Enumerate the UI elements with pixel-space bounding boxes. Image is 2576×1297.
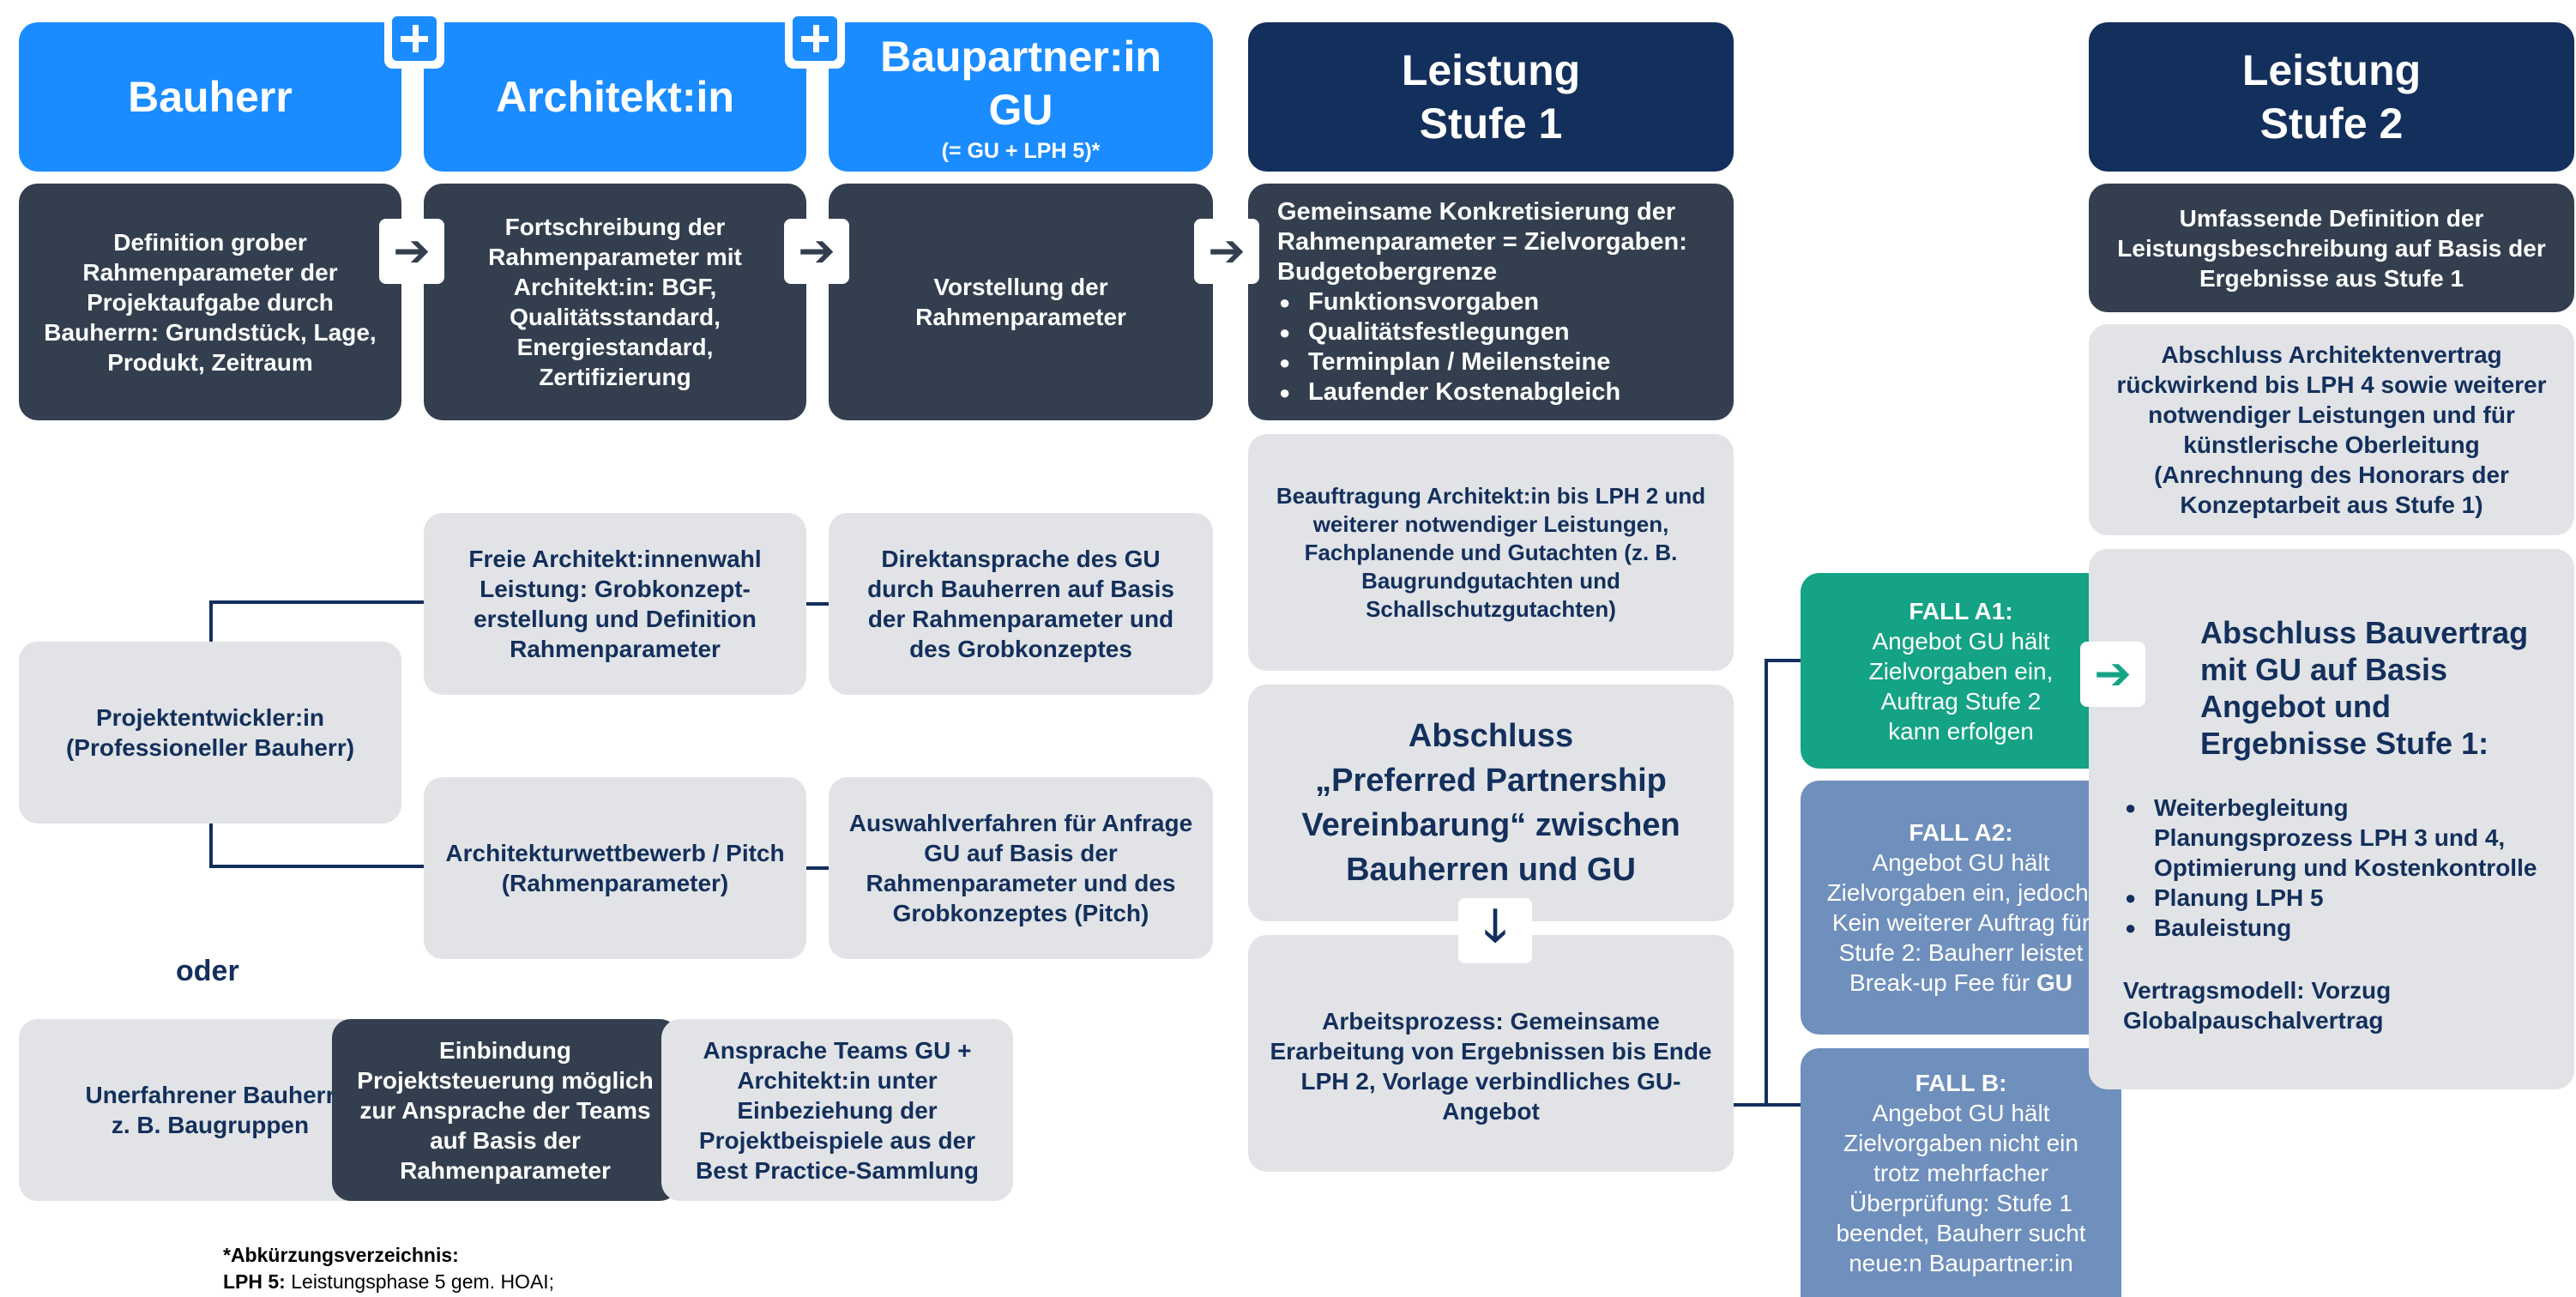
bauvertrag-box: Abschluss Bauvertrag mit GU auf Basis An… (2089, 549, 2574, 1089)
auswahlverfahren-text: Auswahlverfahren für Anfrage GU auf Basi… (848, 810, 1193, 926)
wettbewerb-box: Architekturwettbewerb / Pitch (Rahmenpar… (424, 777, 806, 959)
header-stufe2: Leistung Stufe 2 (2089, 22, 2574, 172)
projektentwickler-line1: Projektentwickler:in (95, 704, 325, 731)
stufe1-bullet: Qualitätsfestlegungen (1279, 317, 1620, 347)
header-architekt: Architekt:in (424, 22, 806, 172)
plus-icon (785, 9, 845, 69)
auswahlverfahren-box: Auswahlverfahren für Anfrage GU auf Basi… (829, 777, 1213, 959)
connector-line (1765, 659, 1768, 1107)
direktansprache-text: Direktansprache des GU durch Bauherren a… (867, 546, 1174, 662)
abschluss-line: „Preferred Partnership (1315, 763, 1667, 799)
architekt-fortschreibung-text: Fortschreibung der Rahmenparameter mit A… (488, 214, 742, 390)
header-baupartner-line1: Baupartner:in (880, 33, 1161, 81)
ansprache-teams-box: Ansprache Teams GU + Architekt:in unter … (661, 1019, 1013, 1201)
bauvertrag-title: Abschluss Bauvertrag mit GU auf Basis An… (2200, 615, 2529, 761)
stufe1-konkretisierung-text: Gemeinsame Konkretisierung der Rahmenpar… (1277, 197, 1687, 286)
header-baupartner: Baupartner:in GU (= GU + LPH 5)* (829, 22, 1213, 172)
header-stufe1-line2: Stufe 1 (1419, 100, 1563, 148)
unerfahrener-line2: z. B. Baugruppen (111, 1112, 310, 1138)
header-architekt-label: Architekt:in (496, 73, 734, 121)
projektentwickler-line2: (Professioneller Bauherr) (65, 734, 355, 761)
fall-a1-box: FALL A1: Angebot GU hält Zielvorgaben ei… (1801, 573, 2121, 769)
projektentwickler-box: Projektentwickler:in (Professioneller Ba… (19, 642, 401, 823)
footnote: *Abkürzungsverzeichnis: LPH 5: Leistungs… (223, 1242, 554, 1295)
bauvertrag-bullet: Planung LPH 5 (2125, 883, 2540, 913)
header-stufe2-line2: Stufe 2 (2259, 100, 2404, 148)
unerfahrener-line1: Unerfahrener Bauherr (85, 1082, 335, 1108)
freie-architektenwahl-text: Freie Architekt:innenwahl Leistung: Grob… (468, 546, 762, 662)
footnote-definition: Leistungsphase 5 gem. HOAI; (291, 1270, 555, 1293)
header-stufe1: Leistung Stufe 1 (1248, 22, 1734, 172)
architekt-fortschreibung-box: Fortschreibung der Rahmenparameter mit A… (424, 184, 806, 420)
connector-line (209, 600, 424, 604)
connector-line (806, 602, 829, 606)
connector-line (806, 866, 829, 870)
connector-line (1765, 1103, 1802, 1107)
connector-line (1734, 1103, 1766, 1107)
architektenvertrag-box: Abschluss Architektenvertrag rückwirkend… (2089, 324, 2574, 535)
connector-line (1765, 659, 1802, 662)
fall-b-box: FALL B: Angebot GU hält Zielvorgaben nic… (1801, 1048, 2121, 1297)
fall-a2-text: Angebot GU hält Zielvorgaben ein, jedoch… (1826, 849, 2096, 996)
stufe1-bullet-list: Funktionsvorgaben Qualitätsfestlegungen … (1277, 287, 1620, 407)
arrow-down-icon: 🡓 (1458, 898, 1532, 963)
footnote-title: *Abkürzungsverzeichnis: (223, 1244, 459, 1266)
header-baupartner-line2: GU (988, 86, 1053, 134)
einbindung-text: Einbindung Projektsteuerung möglich zur … (357, 1036, 654, 1184)
header-stufe2-line1: Leistung (2241, 46, 2422, 94)
arrow-right-icon: ➔ (2080, 642, 2145, 707)
stufe1-bullet: Funktionsvorgaben (1279, 287, 1620, 317)
stufe2-definition-text: Umfassende Definition der Leistungsbesch… (2117, 204, 2546, 292)
footnote-term: LPH 5: (223, 1270, 286, 1293)
abschluss-line: Vereinbarung“ zwischen (1301, 807, 1680, 843)
fall-a2-box: FALL A2: Angebot GU hält Zielvorgaben ei… (1801, 781, 2121, 1035)
direktansprache-box: Direktansprache des GU durch Bauherren a… (829, 513, 1213, 695)
arbeitsprozess-text: Arbeitsprozess: Gemeinsame Erarbeitung v… (1270, 1008, 1712, 1125)
connector-line (209, 865, 424, 868)
abschluss-line: Bauherren und GU (1346, 852, 1636, 888)
fall-b-text: Angebot GU hält Zielvorgaben nicht ein t… (1836, 1099, 2086, 1276)
architektenvertrag-text: Abschluss Architektenvertrag rückwirkend… (2116, 341, 2547, 518)
bauvertrag-bullet-list: Weiterbegleitung Planungsprozess LPH 3 u… (2123, 793, 2540, 943)
beauftragung-text: Beauftragung Architekt:in bis LPH 2 und … (1276, 482, 1706, 622)
fall-a1-title: FALL A1: (1909, 597, 2013, 624)
footnote-entry: LPH 5: Leistungsphase 5 gem. HOAI; (223, 1269, 554, 1295)
fall-b-title: FALL B: (1915, 1069, 2007, 1096)
fall-a2-text-wrap: Angebot GU hält Zielvorgaben ein, jedoch… (1818, 848, 2104, 998)
bauherr-definition-box: Definition grober Rahmenparameter der Pr… (19, 184, 401, 420)
wettbewerb-text: Architekturwettbewerb / Pitch (Rahmenpar… (445, 840, 785, 896)
arrow-right-icon: ➔ (1194, 219, 1259, 284)
stufe1-konkretisierung-box: Gemeinsame Konkretisierung der Rahmenpar… (1248, 184, 1734, 420)
bauvertrag-bullet: Weiterbegleitung Planungsprozess LPH 3 u… (2125, 793, 2540, 883)
stufe1-bullet: Laufender Kostenabgleich (1279, 377, 1620, 407)
einbindung-projektsteuerung-box: Einbindung Projektsteuerung möglich zur … (332, 1019, 679, 1201)
stufe1-bullet: Terminplan / Meilensteine (1279, 347, 1620, 377)
freie-architektenwahl-box: Freie Architekt:innenwahl Leistung: Grob… (424, 513, 806, 695)
stufe2-definition-box: Umfassende Definition der Leistungsbesch… (2089, 184, 2574, 312)
arbeitsprozess-box: Arbeitsprozess: Gemeinsame Erarbeitung v… (1248, 935, 1734, 1172)
vertragsmodell-text: Vertragsmodell: Vorzug Globalpauschalver… (2123, 977, 2392, 1034)
ansprache-text: Ansprache Teams GU + Architekt:in unter … (696, 1036, 979, 1184)
beauftragung-box: Beauftragung Architekt:in bis LPH 2 und … (1248, 434, 1734, 671)
gu-vorstellung-text: Vorstellung der Rahmenparameter (915, 274, 1126, 330)
header-bauherr-label: Bauherr (128, 73, 293, 121)
arrow-right-icon: ➔ (379, 219, 444, 284)
fall-a2-title: FALL A2: (1909, 819, 2013, 846)
abschluss-line: Abschluss (1408, 718, 1574, 754)
fall-a2-bold: GU (2036, 969, 2072, 996)
bauvertrag-bullet: Bauleistung (2125, 913, 2540, 943)
gu-vorstellung-box: Vorstellung der Rahmenparameter (829, 184, 1213, 420)
header-stufe1-line1: Leistung (1401, 46, 1581, 94)
oder-label: oder (176, 955, 239, 987)
abschluss-partnership-box: Abschluss „Preferred Partnership Vereinb… (1248, 685, 1734, 921)
plus-icon (384, 9, 444, 69)
header-bauherr: Bauherr (19, 22, 401, 172)
header-baupartner-sub: (= GU + LPH 5)* (941, 139, 1101, 163)
arrow-right-icon: ➔ (784, 219, 849, 284)
fall-a1-text: Angebot GU hält Zielvorgaben ein, Auftra… (1868, 627, 2054, 745)
bauherr-definition-text: Definition grober Rahmenparameter der Pr… (44, 228, 377, 376)
